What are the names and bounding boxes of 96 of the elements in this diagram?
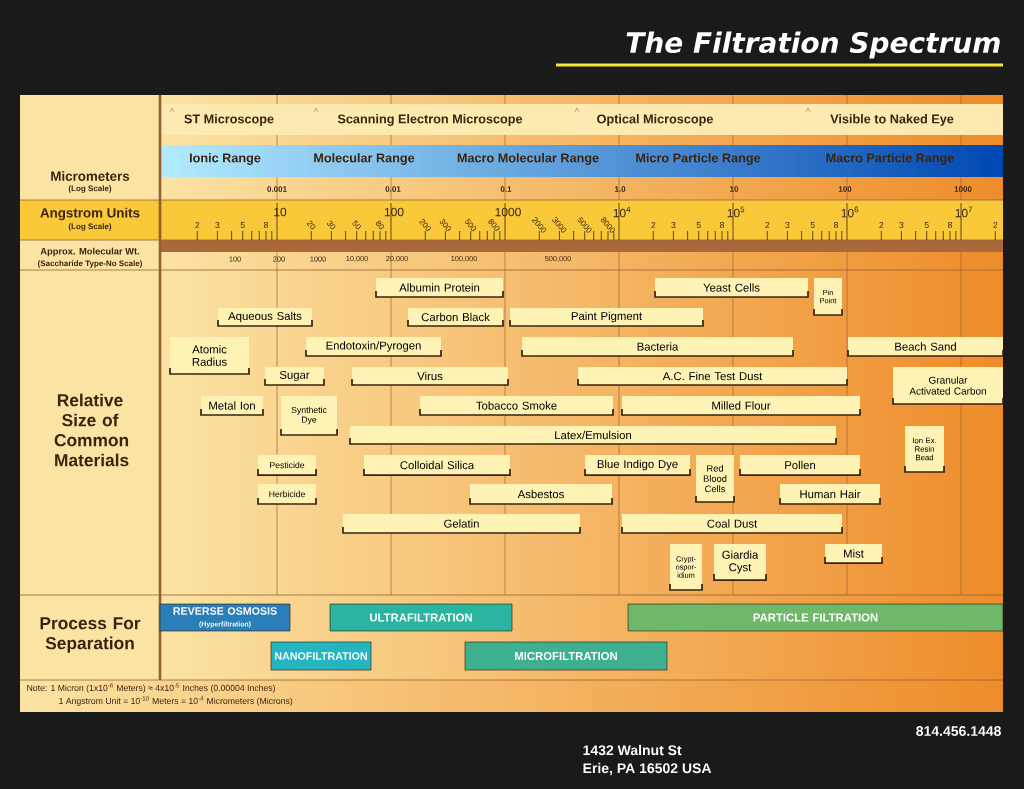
tick-label: 8 <box>263 221 269 229</box>
note-text: Note: 1 Micron (1x10$^{-6}$ Meters) ≈ 4x10$^{-5}$ Inches (0.00004 Inches) <box>27 683 275 693</box>
tick-label: 10$^{6}$ <box>841 206 859 218</box>
material-bar: Coal Dust <box>621 514 843 534</box>
band-label: ST Microscope <box>184 114 274 126</box>
process-bar: MICROFILTRATION <box>464 641 668 671</box>
tick-label: 8 <box>948 221 953 229</box>
tick-label: 20 <box>306 220 316 230</box>
material-bar: Paint Pigment <box>509 308 704 327</box>
tick-label: 100 <box>384 207 404 217</box>
band-label: Macro Particle Range <box>826 153 954 165</box>
material-bar: Gelatin <box>342 514 581 534</box>
tick-label: 8 <box>834 221 839 229</box>
row-subheading: (Log Scale) <box>68 223 112 231</box>
tick-label: 2 <box>651 222 656 229</box>
material-bar: Red Blood Cells <box>695 455 735 503</box>
material-bar: Yeast Cells <box>654 278 809 298</box>
tick-label: 5 <box>810 222 815 229</box>
tick-label: 5 <box>924 222 929 229</box>
material-bar: Blue Indigo Dye <box>584 455 691 476</box>
material-bar: Mist <box>824 544 883 564</box>
tick-label: 5 <box>696 222 701 229</box>
row-heading: Process For Separation <box>40 617 141 653</box>
row-heading: Micrometers <box>51 171 130 181</box>
material-bar: Giardia Cyst <box>713 544 767 581</box>
tick-label: 8 <box>720 221 725 229</box>
material-bar: Carbon Black <box>407 308 504 327</box>
address-text: Erie, PA 16502 USA <box>583 762 712 776</box>
row-subheading: (Saccharide Type-No Scale) <box>38 260 142 268</box>
material-bar: Asbestos <box>469 484 613 505</box>
band-label: Optical Microscope <box>597 114 713 126</box>
band-label: Molecular Range <box>314 153 415 165</box>
tick-label: 500 <box>465 218 477 231</box>
row-subheading: (Log Scale) <box>68 185 112 193</box>
tick-label: 2 <box>195 222 200 229</box>
tick-label: 10$^{4}$ <box>613 206 631 218</box>
tick-label: 5 <box>240 222 245 229</box>
material-bar: Synthetic Dye <box>280 396 338 436</box>
material-bar: A.C. Fine Test Dust <box>577 367 848 386</box>
row-heading: Angstrom Units <box>40 207 140 221</box>
tick-label: 1.0 <box>614 186 626 192</box>
band-label: Visible to Naked Eye <box>830 114 954 126</box>
material-bar: Pesticide <box>257 455 317 476</box>
material-bar: Sugar <box>264 367 325 386</box>
tick-label: 2 <box>765 222 770 229</box>
material-bar: Herbicide <box>257 484 317 505</box>
row-heading: Relative Size of Common Materials <box>54 393 129 467</box>
tick-label: 1000 <box>954 186 972 192</box>
band-label: Macro Molecular Range <box>457 153 599 165</box>
material-bar: Colloidal Silica <box>363 455 511 476</box>
tick-label: 80 <box>375 220 385 230</box>
row-heading: Approx. Molecular Wt. <box>40 247 140 257</box>
tick-label: 10 <box>730 186 739 192</box>
material-bar: Latex/Emulsion <box>349 426 837 445</box>
material-bar: Atomic Radius <box>169 336 250 375</box>
material-bar: Milled Flour <box>621 396 861 416</box>
tick-label: 1000 <box>495 207 521 217</box>
material-bar: Human Hair <box>779 484 881 505</box>
material-bar: Albumin Protein <box>375 278 504 298</box>
tick-label: 10 <box>274 207 287 217</box>
band-label: Scanning Electron Microscope <box>337 114 523 126</box>
tick-label: 10$^{5}$ <box>727 206 745 218</box>
tick-label: 100 <box>838 186 852 192</box>
tick-label: 3 <box>899 221 904 229</box>
band-label: Micro Particle Range <box>636 153 761 165</box>
process-bar: ULTRAFILTRATION <box>329 603 513 632</box>
material-bar: Granular Activated Carbon <box>892 366 1004 405</box>
material-bar: Bacteria <box>521 337 794 357</box>
tick-label: 300 <box>439 219 451 231</box>
tick-label: 50 <box>352 220 361 230</box>
tick-label: 2 <box>993 222 998 229</box>
tick-label: 10$^{7}$ <box>955 206 973 218</box>
band-label: Ionic Range <box>189 153 261 165</box>
tick-label: 30 <box>327 220 336 230</box>
tick-label: 0.01 <box>385 186 401 192</box>
phone-number: 814.456.1448 <box>916 726 1001 736</box>
material-bar: Pollen <box>739 455 861 476</box>
title: The Filtration Spectrum <box>626 31 1000 59</box>
material-bar: Metal Ion <box>200 396 264 416</box>
address-text: 1432 Walnut St <box>583 744 682 756</box>
material-bar: Virus <box>351 367 509 386</box>
material-bar: Tobacco Smoke <box>419 396 614 416</box>
material-bar: Endotoxin/Pyrogen <box>305 337 442 357</box>
process-bar: PARTICLE FILTRATION <box>627 603 1004 632</box>
tick-label: 0.001 <box>267 186 287 192</box>
tick-label: 3 <box>785 221 790 229</box>
tick-label: 3 <box>671 221 676 229</box>
material-bar: Beach Sand <box>847 337 1004 357</box>
tick-label: 800 <box>488 219 500 231</box>
material-bar: Aqueous Salts <box>217 308 313 327</box>
process-bar: NANOFILTRATION <box>270 641 372 671</box>
tick-label: 200 <box>419 219 431 231</box>
tick-label: 2 <box>879 222 884 229</box>
note-text: 1 Angstrom Unit = 10$^{-10}$ Meters = 10$^{-4}$ Micrometers (Microns) <box>59 696 293 706</box>
tick-label: 0.1 <box>500 186 512 192</box>
tick-label: 3 <box>215 221 220 229</box>
